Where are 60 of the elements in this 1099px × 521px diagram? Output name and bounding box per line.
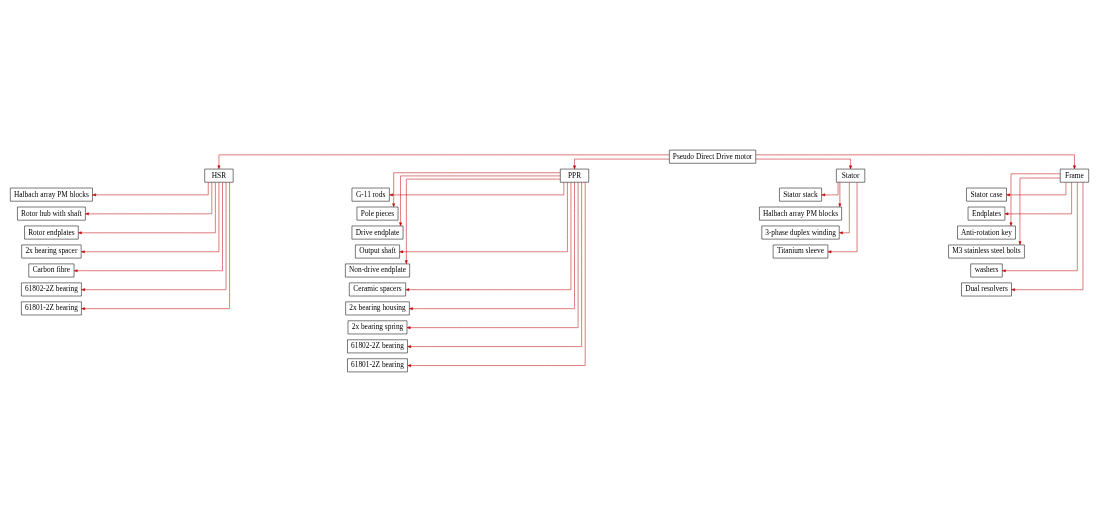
node-box: Pole pieces xyxy=(356,206,399,220)
node-box: Dual resolvers xyxy=(961,282,1012,296)
node-box: Frame xyxy=(1059,168,1089,182)
arrow xyxy=(839,181,850,234)
node-box: HSR xyxy=(204,168,234,182)
arrow xyxy=(392,172,561,207)
arrow xyxy=(1009,173,1061,226)
node-box: 61802-2Z bearing xyxy=(347,339,408,353)
arrow xyxy=(1011,181,1084,291)
arrow xyxy=(821,181,839,196)
arrow xyxy=(755,154,1076,169)
node-box: washers xyxy=(970,263,1003,277)
node-box: Stator case xyxy=(966,187,1007,201)
node-box: 2x bearing spacer xyxy=(21,244,82,258)
arrow xyxy=(78,181,216,234)
arrow xyxy=(1018,177,1061,245)
node-box: 61802-2Z bearing xyxy=(21,282,82,296)
node-box: Titanium sleeve xyxy=(772,244,829,258)
arrow xyxy=(1006,181,1067,196)
node-box: Drive endplate xyxy=(351,225,404,239)
node-box: Halbach array PM blocks xyxy=(759,206,842,220)
arrow xyxy=(755,158,852,169)
arrow xyxy=(81,181,220,253)
node-box: PPR xyxy=(560,168,589,182)
arrow xyxy=(399,175,561,226)
node-box: Ceramic spacers xyxy=(349,282,406,296)
node-box: 2x bearing housing xyxy=(345,301,410,315)
arrow xyxy=(217,154,670,169)
arrow xyxy=(399,181,568,253)
arrow xyxy=(1004,181,1072,215)
node-box: Pseudo Direct Drive motor xyxy=(669,149,756,164)
arrow xyxy=(81,181,230,310)
node-box: 61801-2Z bearing xyxy=(21,301,82,315)
node-box: Stator stack xyxy=(779,187,822,201)
arrow xyxy=(389,181,565,196)
arrow xyxy=(1002,181,1078,272)
arrow xyxy=(81,181,227,291)
node-box: Stator xyxy=(836,168,866,182)
arrow xyxy=(573,158,670,169)
node-box: 3-phase duplex winding xyxy=(761,225,840,239)
arrow xyxy=(405,181,572,291)
arrow xyxy=(73,181,223,272)
arrow xyxy=(409,181,575,310)
node-box: Endplates xyxy=(967,206,1006,220)
node-box: 61801-2Z bearing xyxy=(347,357,408,372)
node-box: Output shaft xyxy=(355,244,400,258)
node-box: Halbach array PM blocks xyxy=(10,187,93,201)
arrow xyxy=(404,178,561,264)
arrow xyxy=(827,181,858,253)
node-box: Carbon fibre xyxy=(28,263,75,277)
arrow xyxy=(838,181,842,207)
node-box: Anti-rotation key xyxy=(957,225,1016,239)
node-box: 2x bearing spring xyxy=(347,320,408,334)
arrow xyxy=(85,181,213,215)
node-box: M3 stainless steel bolts xyxy=(948,244,1025,258)
node-box: G-11 rods xyxy=(351,187,390,201)
node-box: Rotor endplates xyxy=(24,225,79,239)
node-box: Non-drive endplate xyxy=(345,263,410,277)
arrow xyxy=(92,181,209,196)
node-box: Rotor hub with shaft xyxy=(17,206,86,220)
